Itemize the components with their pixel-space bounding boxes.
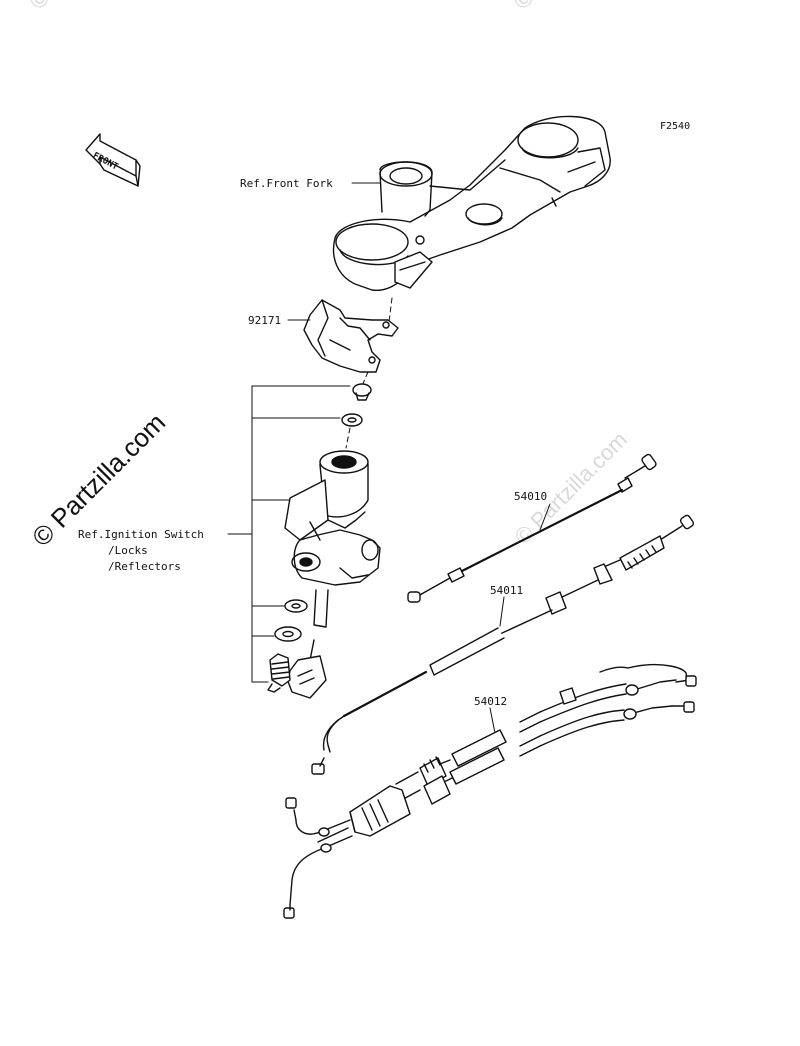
ignition-switch-assembly	[284, 450, 381, 586]
cable-54012-throttle-pair	[283, 664, 697, 919]
cable-54011	[311, 514, 695, 775]
figure-code: F2540	[660, 121, 691, 132]
washer-lower-2	[274, 626, 302, 642]
cable-54010	[407, 453, 657, 603]
callout-part-54012: 54012	[474, 695, 508, 708]
bolt-top	[352, 383, 372, 401]
callout-ref-ignition-line2: /Locks	[108, 544, 148, 557]
callout-part-92171: 92171	[248, 314, 282, 327]
bracket-92171	[303, 299, 399, 373]
front-arrow-icon	[85, 133, 141, 187]
leader-54010	[539, 503, 551, 531]
washer-top	[341, 413, 363, 427]
washer-lower-1	[284, 599, 308, 613]
callout-ref-ignition-line3: /Reflectors	[108, 560, 181, 573]
upper-triple-clamp	[332, 115, 611, 292]
screw-spring	[267, 653, 291, 693]
callout-ref-ignition-line1: Ref.Ignition Switch	[78, 528, 204, 541]
callout-part-54011: 54011	[490, 584, 524, 597]
ignition-leader-bracket	[227, 385, 351, 683]
callout-part-54010: 54010	[514, 490, 548, 503]
callout-ref-front-fork: Ref.Front Fork	[240, 177, 333, 190]
leader-54011	[499, 596, 505, 627]
ignition-wire-connector	[285, 589, 329, 699]
